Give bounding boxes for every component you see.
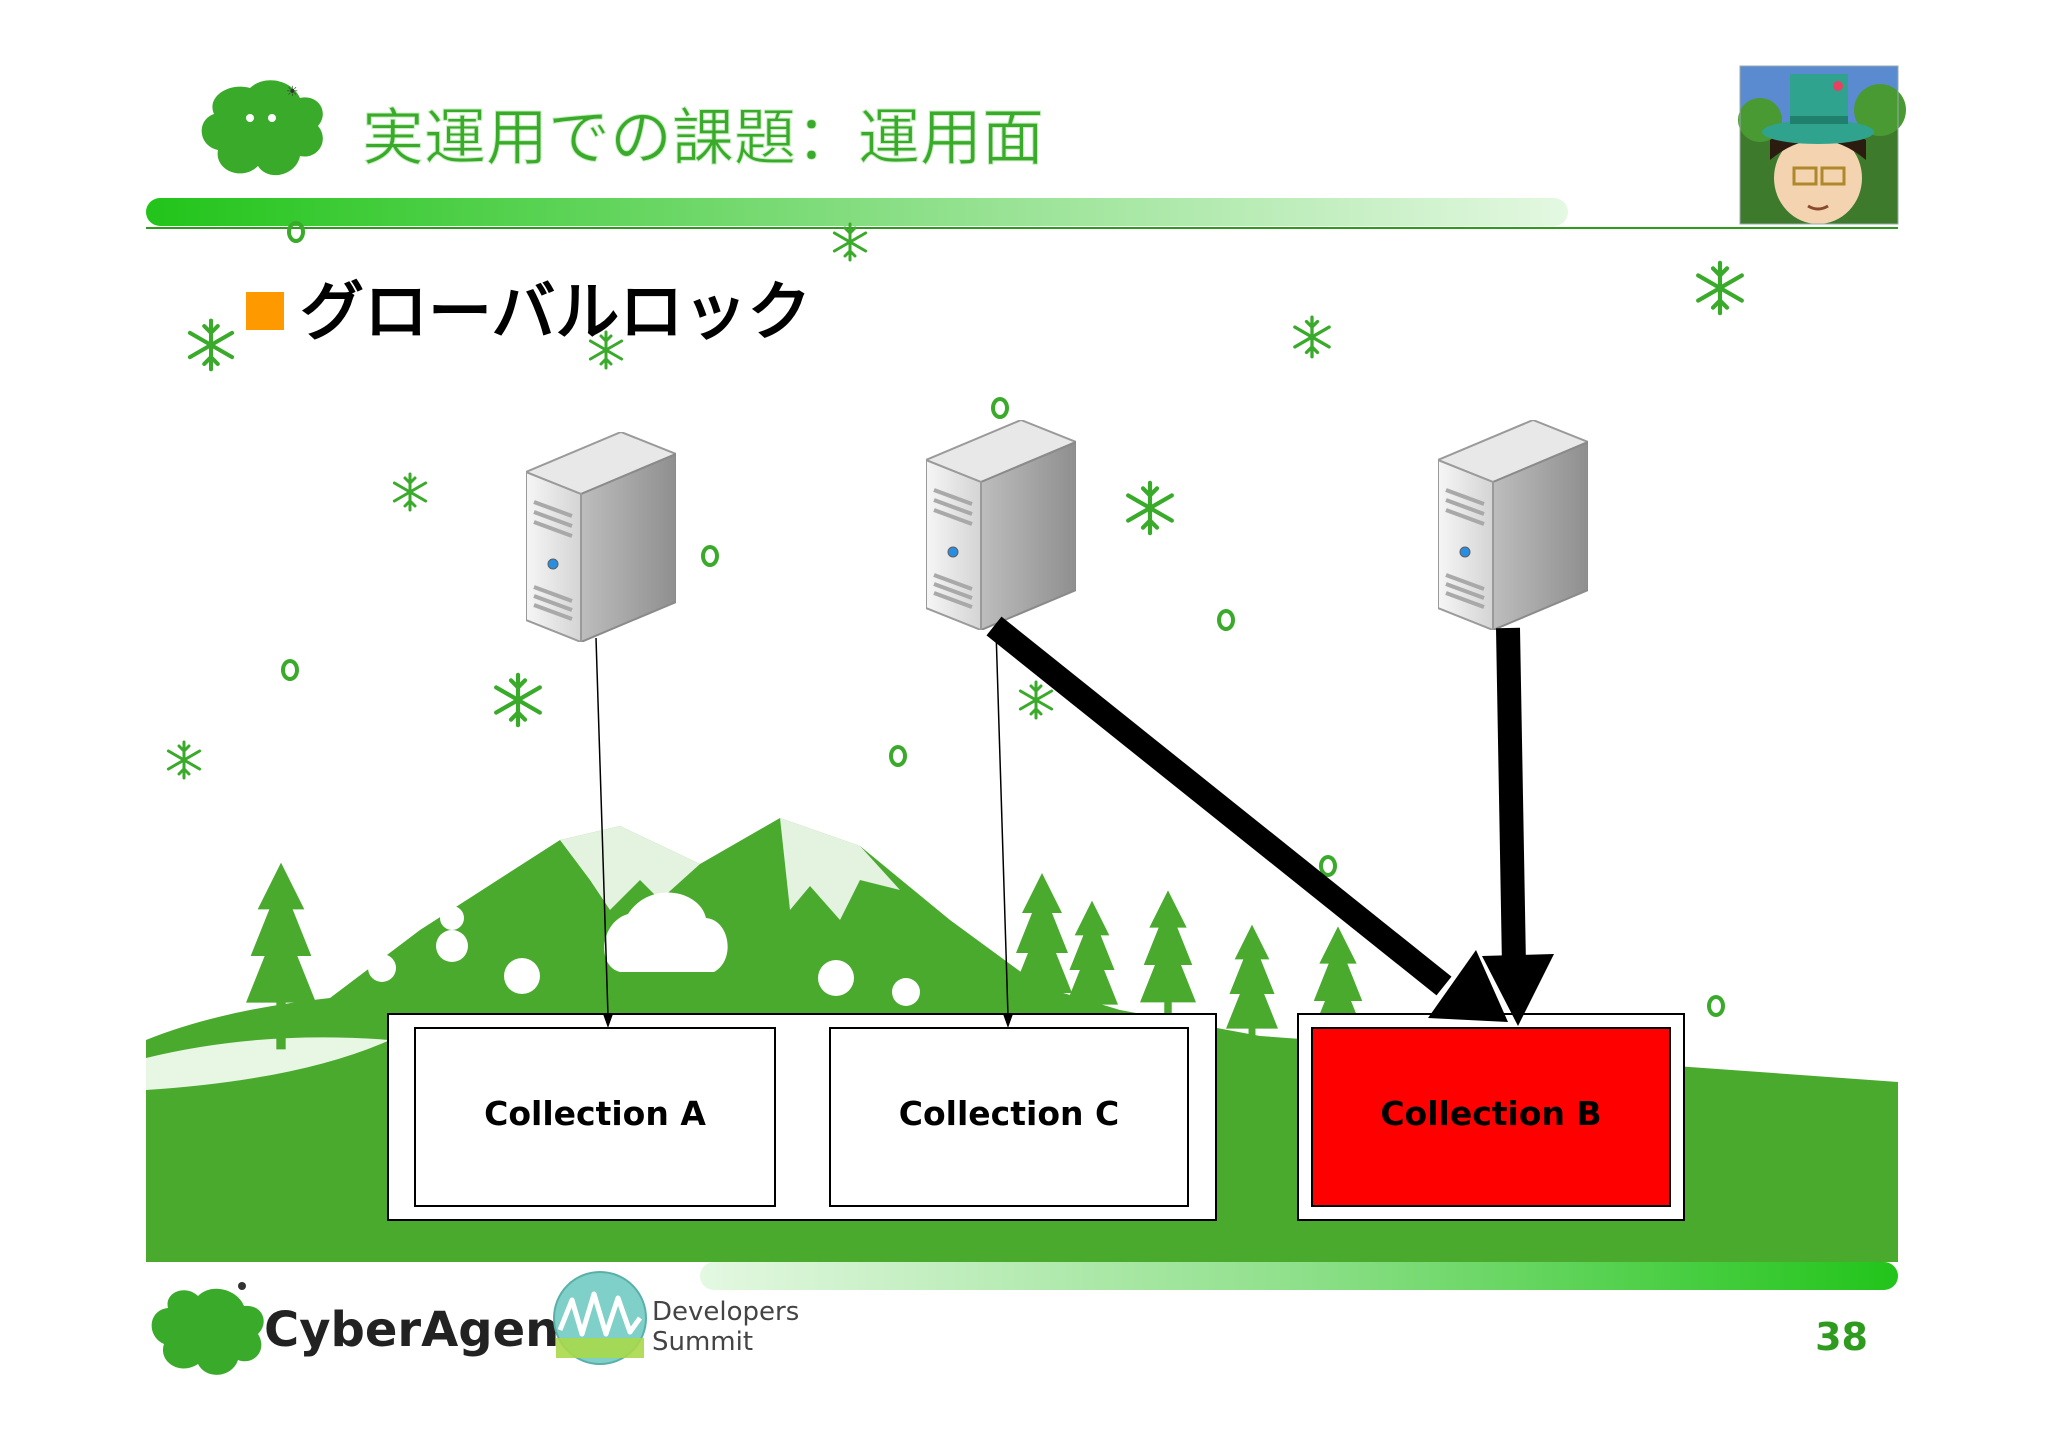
collection-b-label: Collection B bbox=[1380, 1094, 1601, 1133]
footer-bar bbox=[700, 1262, 1898, 1290]
svg-text:☀: ☀ bbox=[286, 84, 299, 100]
thick-arrow-server3-to-b bbox=[1482, 627, 1554, 1026]
server-3-icon bbox=[1438, 420, 1588, 630]
collection-b-box: Collection B bbox=[1311, 1027, 1671, 1207]
cyberagent-logo-icon bbox=[151, 1282, 264, 1375]
server-1-icon bbox=[526, 432, 676, 642]
avatar bbox=[1738, 65, 1906, 225]
bullet-text: グローバルロック bbox=[300, 276, 811, 350]
header-bar bbox=[146, 198, 1568, 226]
event-name-line1: Developers bbox=[652, 1297, 799, 1327]
developers-summit-logo-icon bbox=[553, 1271, 647, 1365]
thin-arrow-server2-to-c bbox=[995, 629, 1013, 1028]
page-title: 実運用での課題：運用面 bbox=[362, 101, 1044, 174]
bullet-square-icon bbox=[246, 292, 284, 330]
collection-c-label: Collection C bbox=[899, 1094, 1119, 1133]
thick-arrow-server2-to-b bbox=[986, 616, 1508, 1022]
company-name: CyberAgent bbox=[264, 1302, 582, 1358]
page-number: 38 bbox=[1815, 1315, 1868, 1359]
collection-c-box: Collection C bbox=[829, 1027, 1189, 1207]
event-name-line2: Summit bbox=[652, 1327, 753, 1357]
thin-arrow-server1-to-a bbox=[595, 637, 613, 1028]
collection-a-box: Collection A bbox=[414, 1027, 776, 1207]
server-2-icon bbox=[926, 420, 1076, 630]
snow-decoration bbox=[166, 221, 1741, 1017]
collection-a-label: Collection A bbox=[484, 1094, 706, 1133]
mascot-logo-icon: ☀ bbox=[201, 80, 323, 176]
